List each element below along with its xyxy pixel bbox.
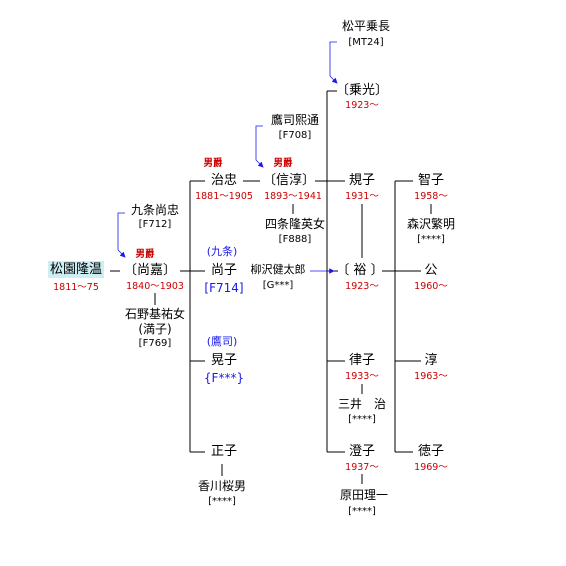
years-takaharu: 1811～75 — [53, 282, 99, 293]
years-noriko2: 1969～ — [414, 462, 448, 473]
ref-kagawa: [****] — [208, 496, 236, 507]
ref-harada: [****] — [348, 506, 376, 517]
years-yutaka: 1923～ — [345, 281, 379, 292]
years-sumiko: 1937～ — [345, 462, 379, 473]
person-ishino-wife: 石野基祐女 — [124, 307, 186, 321]
years-nobuatsu: 1893～1941 — [264, 191, 322, 202]
person-ko: 公 — [424, 263, 438, 278]
person-ritsuko: 律子 — [348, 353, 376, 368]
person-yutaka: 〔 裕 〕 — [336, 263, 384, 278]
person-harutada: 治忠 — [210, 173, 238, 188]
person-shijo-eiko: 四条隆英女 — [264, 217, 326, 231]
person-nobuatsu: 〔信淳〕 — [262, 173, 316, 188]
person-norimitsu: 〔乗光〕 — [335, 83, 389, 98]
ref-f708: [F708] — [278, 130, 312, 141]
ref-f712: [F712] — [138, 219, 172, 230]
years-tomoko: 1958～ — [414, 191, 448, 202]
years-hisayoshi: 1840～1903 — [126, 281, 184, 292]
note-takatsukasa: (鷹司) — [206, 335, 238, 348]
person-takaharu: 松園隆温 — [47, 261, 105, 278]
ref-mt24: [MT24] — [348, 37, 384, 48]
title-harutada: 男爵 — [203, 158, 223, 169]
ref-morisawa: [****] — [417, 234, 445, 245]
person-yanagisawa-kentaro: 柳沢健太郎 — [250, 263, 306, 276]
person-takatsukasa-hiromichi: 鷹司熙通 — [270, 113, 320, 127]
years-ritsuko: 1933～ — [345, 371, 379, 382]
years-norimitsu: 1923～ — [345, 100, 379, 111]
person-akiko: 晃子 — [210, 353, 238, 368]
person-tomoko: 智子 — [417, 173, 445, 188]
ref-g: [G***] — [262, 280, 294, 291]
years-harutada: 1881～1905 — [195, 191, 253, 202]
person-noriko: 規子 — [348, 173, 376, 188]
person-takaharu-name: 松園隆温 — [47, 261, 105, 278]
note-kujo: (九条) — [206, 245, 238, 258]
alias-mitsuko: (満子) — [138, 322, 172, 336]
person-kagawa-sakurao: 香川桜男 — [197, 479, 247, 493]
person-hisako: 尚子 — [210, 263, 238, 278]
person-jun: 淳 — [424, 353, 438, 368]
person-harada-riichi: 原田理一 — [339, 488, 389, 502]
years-jun: 1963～ — [414, 371, 448, 382]
ref-f769: [F769] — [138, 338, 172, 349]
ref-f714: [F714] — [204, 281, 244, 295]
person-kujo-hisatada: 九条尚忠 — [130, 203, 180, 217]
person-matsudaira-norinaga: 松平乗長 — [341, 19, 391, 33]
person-morisawa-shigeaki: 森沢繁明 — [406, 217, 456, 231]
person-masako: 正子 — [210, 444, 238, 459]
ref-akiko: {F***} — [203, 371, 245, 385]
title-hisayoshi: 男爵 — [135, 249, 155, 260]
title-nobuatsu: 男爵 — [273, 158, 293, 169]
person-noriko2: 徳子 — [417, 444, 445, 459]
ref-mitsui: [****] — [348, 414, 376, 425]
person-hisayoshi: 〔尚嘉〕 — [123, 263, 177, 278]
ref-f888: [F888] — [278, 234, 312, 245]
person-sumiko: 澄子 — [348, 444, 376, 459]
person-mitsui-osamu: 三井 治 — [337, 397, 387, 411]
years-ko: 1960～ — [414, 281, 448, 292]
years-noriko: 1931～ — [345, 191, 379, 202]
